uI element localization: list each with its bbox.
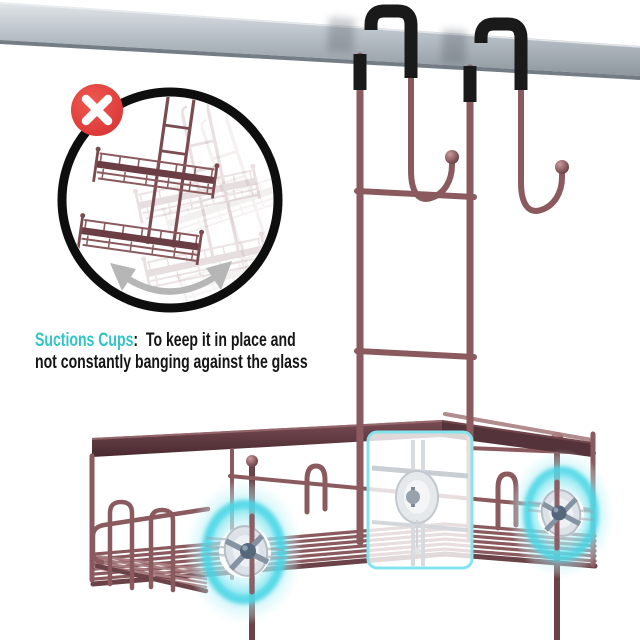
caption-line1-rest: To keep it in place and [138,330,296,351]
suction-cup-highlight-right [508,449,614,579]
hook-shadow [440,29,468,65]
suction-cup-highlight-left [185,479,303,625]
swing-arrow-icon [110,261,232,295]
caption-line-2: not constantly banging against the glass [35,351,308,373]
accessory-hook-left [304,463,328,515]
over-door-hook-left [353,4,459,202]
side-basket-divider [148,507,176,593]
basket-rim-band-side [442,420,592,457]
caption-highlight: Suctions Cups [35,330,134,351]
side-basket [90,499,211,594]
caption-separator: : [133,330,139,351]
glass-panel-edge [0,2,640,80]
towel-hook-right [518,85,565,214]
x-icon [71,84,123,136]
caption-line-1: Suctions Cups: To keep it in place and [35,330,390,352]
towel-hook-left [408,73,455,202]
basket-rim-band-front [92,420,442,457]
suction-cup-closeup-panel [366,430,474,570]
warning-inset [57,84,283,313]
caption: Suctions Cups: To keep it in place and n… [35,330,390,373]
side-basket-divider [107,499,135,591]
hook-shadow [326,17,356,53]
over-door-hook-right [463,17,569,214]
